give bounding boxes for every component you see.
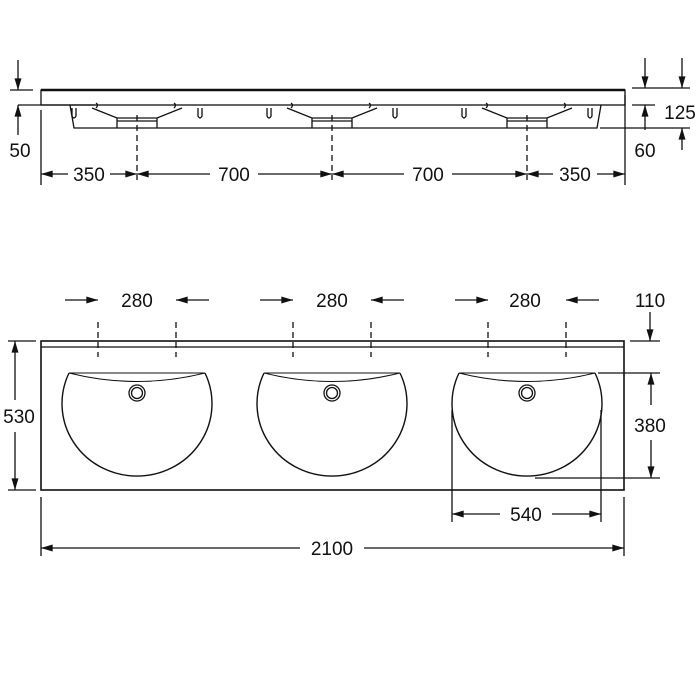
top-view: 280 280 280 110 530 380 540 2100	[3, 291, 666, 560]
drain-icon	[128, 384, 146, 402]
dim-380: 380	[634, 416, 666, 437]
dim-350-right: 350	[559, 165, 591, 186]
dim-700-a: 700	[218, 165, 250, 186]
drain-icon	[323, 384, 341, 402]
dim-280-2: 280	[316, 291, 348, 312]
basin-bowl	[451, 296, 603, 477]
dim-2100: 2100	[311, 539, 353, 560]
side-view: 350 700 700 350 50 125 60	[9, 58, 696, 186]
dim-60: 60	[634, 141, 655, 162]
dim-125: 125	[664, 103, 696, 124]
drain-icon	[518, 384, 536, 402]
dim-280-1: 280	[121, 291, 153, 312]
dim-110: 110	[635, 291, 665, 312]
dim-50: 50	[9, 141, 30, 162]
dim-280-3: 280	[509, 291, 541, 312]
basin-bowl	[256, 296, 408, 477]
dim-350-left: 350	[73, 165, 105, 186]
basin-bowl	[61, 296, 213, 477]
dim-530: 530	[3, 407, 35, 428]
dim-700-b: 700	[412, 165, 444, 186]
dim-540: 540	[510, 505, 542, 526]
